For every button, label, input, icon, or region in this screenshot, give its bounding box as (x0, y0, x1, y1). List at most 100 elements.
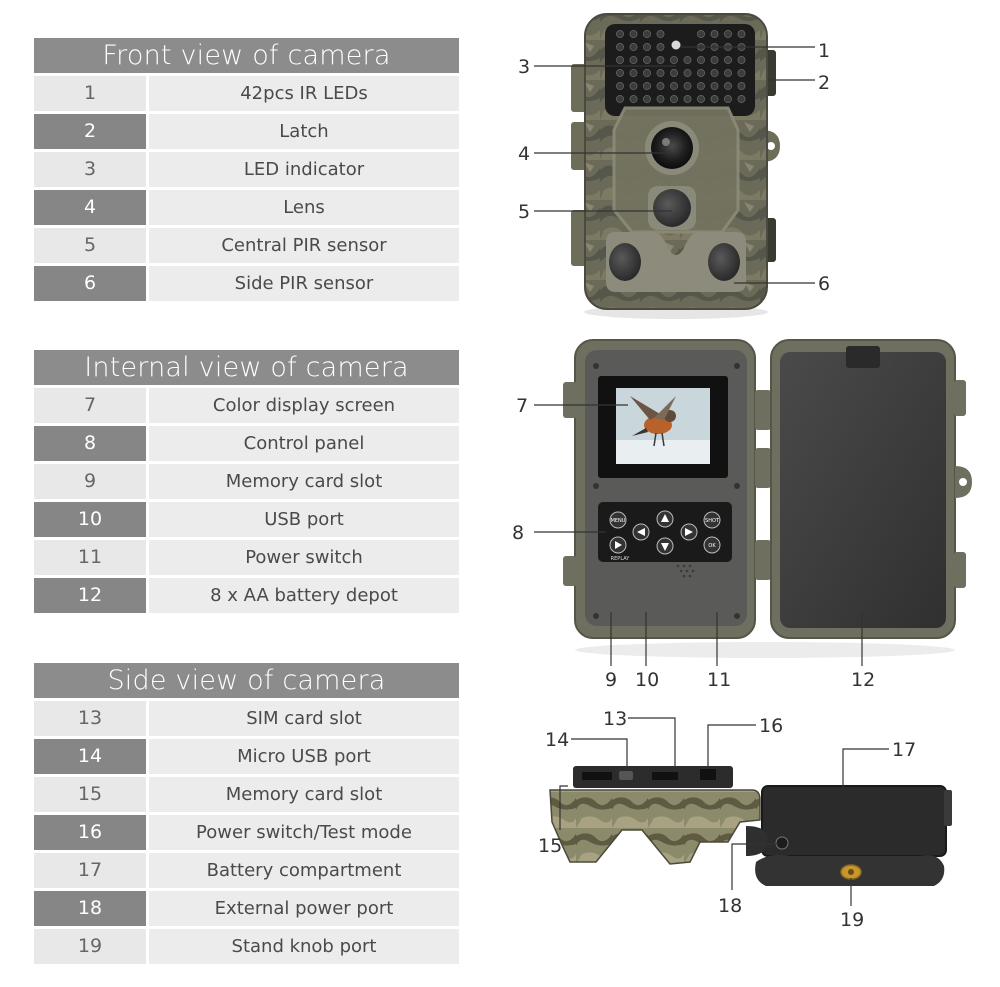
ok-label: OK (708, 543, 716, 549)
control-panel (598, 502, 732, 562)
right-arrow-button[interactable] (680, 523, 698, 541)
row-number: 8 (34, 426, 146, 461)
row-number: 5 (34, 228, 146, 263)
ir-led-dot (629, 82, 638, 90)
ir-led-dot (683, 82, 692, 90)
row-label: 8 x AA battery depot (149, 578, 459, 613)
row-number: 7 (34, 388, 146, 423)
lens-icon (651, 127, 693, 169)
ir-led-dot (643, 69, 651, 77)
row-label: Battery compartment (149, 853, 459, 888)
ir-led-dot (643, 95, 651, 103)
down-arrow-button[interactable] (656, 537, 674, 555)
ir-led-dot (683, 95, 692, 103)
ok-button[interactable]: OK (703, 536, 721, 554)
side-pir-right-icon (708, 243, 740, 281)
ir-led-dot (670, 95, 678, 103)
ir-led-dot (629, 56, 638, 64)
callout-3: 3 (518, 56, 530, 78)
callout-11: 11 (707, 669, 731, 691)
ir-led-dot (737, 95, 746, 103)
central-pir-icon (653, 189, 691, 227)
callout-2: 2 (818, 72, 830, 94)
ir-led-dot (656, 56, 665, 64)
ir-led-dot (683, 56, 692, 64)
row-label: Power switch/Test mode (149, 815, 459, 850)
ir-led-dot (710, 82, 719, 90)
replay-button[interactable]: REPLAY (609, 536, 630, 562)
ir-led-dot (737, 30, 746, 38)
ir-led-dot (737, 56, 746, 64)
callout-6: 6 (818, 273, 830, 295)
up-arrow-button[interactable] (656, 510, 674, 528)
bird-icon (630, 396, 676, 447)
row-label: Control panel (149, 426, 459, 461)
row-number: 2 (34, 114, 146, 149)
row-number: 15 (34, 777, 146, 812)
row-number: 12 (34, 578, 146, 613)
ir-led-dot (629, 30, 638, 38)
menu-button[interactable]: MENU (609, 511, 627, 529)
menu-label: MENU (611, 518, 626, 524)
callout-16: 16 (759, 715, 783, 737)
callout-5: 5 (518, 201, 530, 223)
row-label: External power port (149, 891, 459, 926)
led-indicator-icon (671, 40, 681, 50)
ir-led-dot (697, 30, 705, 38)
battery-door (780, 352, 946, 628)
ir-led-dot (616, 43, 624, 51)
front-view-camera (571, 13, 780, 319)
row-label: Memory card slot (149, 464, 459, 499)
internal-view-title: Internal view of camera (34, 350, 459, 385)
callout-18: 18 (718, 895, 742, 917)
callout-14: 14 (545, 729, 569, 751)
speaker-grille (676, 564, 695, 578)
callout-13: 13 (603, 708, 627, 730)
ir-led-dot (643, 30, 651, 38)
ir-led-dot (616, 95, 624, 103)
ir-led-dot (643, 56, 651, 64)
callout-17: 17 (892, 739, 916, 761)
power-switch-icon (700, 769, 716, 780)
shot-button[interactable]: SHOT (703, 511, 721, 529)
ir-led-dot (710, 56, 719, 64)
ir-led-dot (616, 30, 624, 38)
row-label: Lens (149, 190, 459, 225)
ir-led-dot (656, 82, 665, 90)
row-label: Power switch (149, 540, 459, 575)
ir-led-dot (737, 69, 746, 77)
row-number: 10 (34, 502, 146, 537)
row-label: Color display screen (149, 388, 459, 423)
callout-15: 15 (538, 835, 562, 857)
leader-lines (534, 46, 889, 906)
ir-led-dot (737, 82, 746, 90)
callout-12: 12 (851, 669, 875, 691)
sim-slot-icon (652, 772, 678, 780)
ir-led-dot (670, 69, 678, 77)
ir-led-dot (724, 56, 732, 64)
ir-led-dot (683, 69, 692, 77)
row-label: SIM card slot (149, 701, 459, 736)
ir-led-dot (697, 82, 705, 90)
ir-led-dot (629, 95, 638, 103)
left-arrow-button[interactable] (632, 523, 650, 541)
shot-label: SHOT (705, 518, 720, 524)
ir-led-dot (656, 69, 665, 77)
ir-led-dot (629, 69, 638, 77)
ir-led-dot (643, 43, 651, 51)
